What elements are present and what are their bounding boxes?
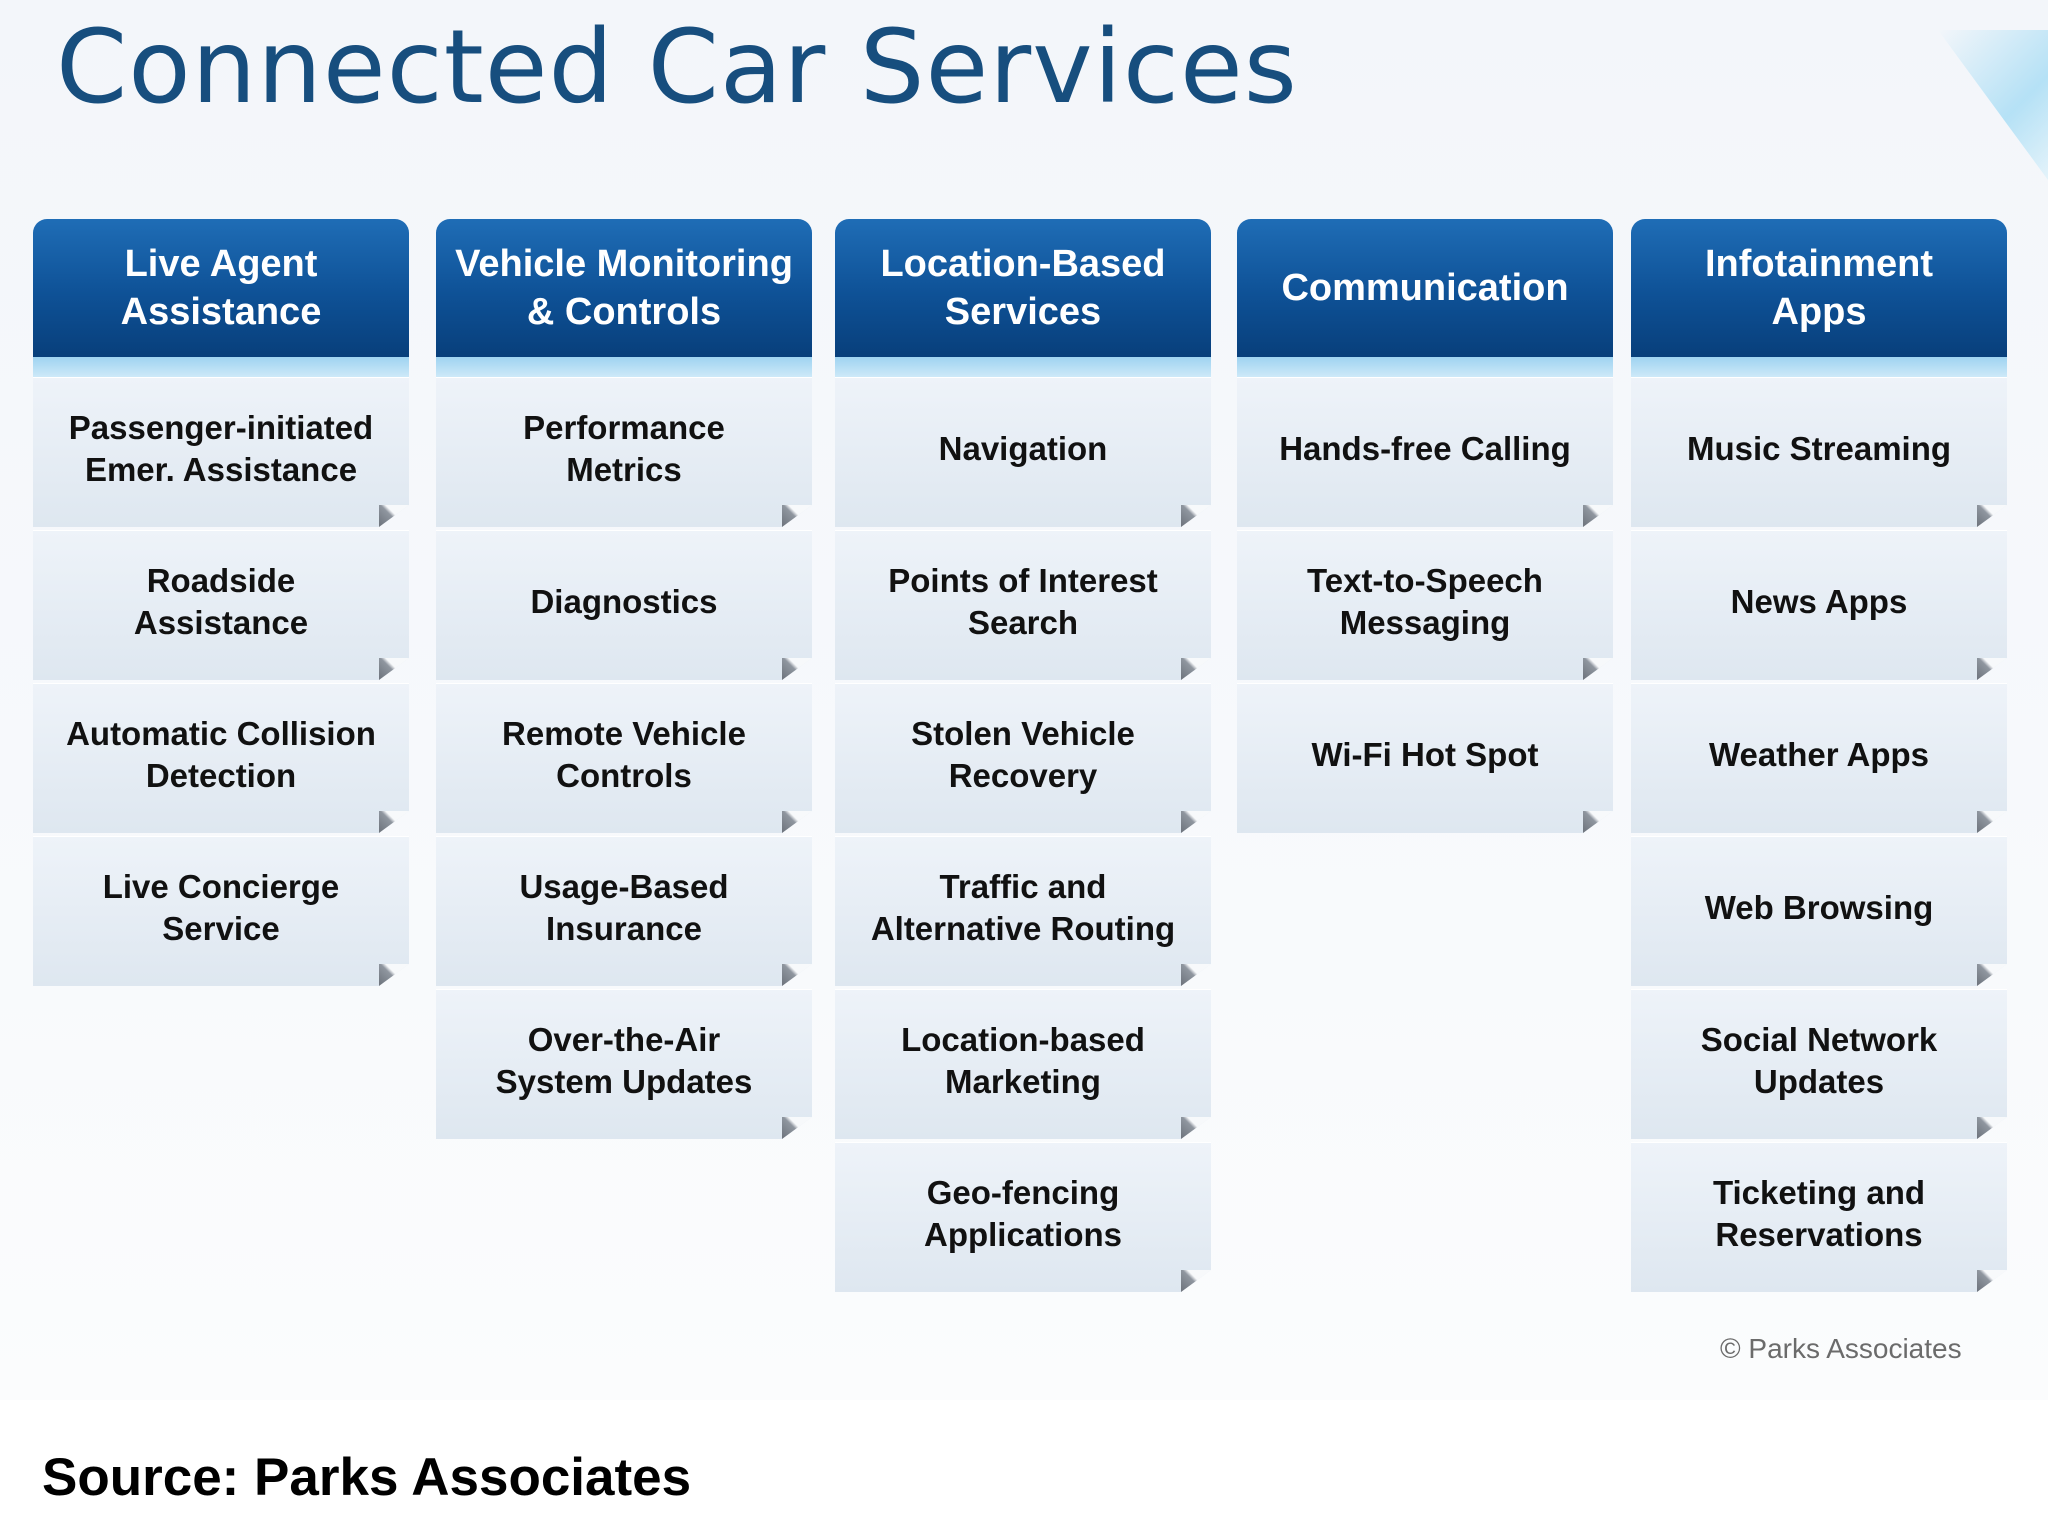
column-header: Location-Based Services	[835, 219, 1211, 377]
service-card-label: Performance Metrics	[523, 409, 725, 488]
service-card-label: Text-to-Speech Messaging	[1307, 562, 1543, 641]
column-header-label: Vehicle Monitoring & Controls	[455, 243, 793, 333]
service-card: Web Browsing	[1631, 836, 2007, 986]
service-column-vehicle-monitoring: Vehicle Monitoring & Controls Performanc…	[436, 219, 812, 1142]
service-card-label: Points of Interest Search	[888, 562, 1158, 641]
column-header-label: Location-Based Services	[880, 243, 1166, 333]
service-card-label: Web Browsing	[1704, 889, 1934, 926]
service-card: Over-the-Air System Updates	[436, 989, 812, 1139]
column-items: Passenger-initiated Emer. Assistance Roa…	[33, 377, 409, 986]
service-card: Remote Vehicle Controls	[436, 683, 812, 833]
service-card-label: Over-the-Air System Updates	[495, 1021, 753, 1100]
service-card-label: Wi-Fi Hot Spot	[1311, 736, 1539, 773]
service-card: Ticketing and Reservations	[1631, 1142, 2007, 1292]
service-card-label: Social Network Updates	[1700, 1021, 1938, 1100]
service-card: Geo-fencing Applications	[835, 1142, 1211, 1292]
copyright-notice: © Parks Associates	[1720, 1333, 1962, 1364]
service-card-label: Navigation	[938, 430, 1108, 467]
service-card: Wi-Fi Hot Spot	[1237, 683, 1613, 833]
service-card: Text-to-Speech Messaging	[1237, 530, 1613, 680]
service-card-label: Traffic and Alternative Routing	[870, 868, 1176, 947]
service-card-label: Location-based Marketing	[901, 1021, 1145, 1100]
service-card-label: Music Streaming	[1686, 430, 1952, 467]
service-card-label: Diagnostics	[530, 583, 718, 620]
service-card: Live Concierge Service	[33, 836, 409, 986]
service-card: Roadside Assistance	[33, 530, 409, 680]
service-card: Weather Apps	[1631, 683, 2007, 833]
service-card: Navigation	[835, 377, 1211, 527]
service-card-label: Live Concierge Service	[102, 868, 340, 947]
column-header-label: Infotainment Apps	[1705, 243, 1933, 333]
service-card-label: Ticketing and Reservations	[1712, 1174, 1926, 1253]
service-card-label: Weather Apps	[1708, 736, 1930, 773]
service-card-label: Automatic Collision Detection	[66, 715, 376, 794]
column-items: Performance Metrics Diagnostics Remote V…	[436, 377, 812, 1139]
column-header-label: Communication	[1281, 267, 1569, 309]
column-items: Music Streaming News Apps Weather Apps W…	[1631, 377, 2007, 1292]
service-card: News Apps	[1631, 530, 2007, 680]
service-card-label: Geo-fencing Applications	[923, 1174, 1123, 1253]
column-items: Navigation Points of Interest Search Sto…	[835, 377, 1211, 1292]
page-title: Connected Car Services	[56, 8, 1298, 127]
service-card-label: Hands-free Calling	[1279, 430, 1571, 467]
service-card: Location-based Marketing	[835, 989, 1211, 1139]
column-header: Infotainment Apps	[1631, 219, 2007, 377]
service-card: Automatic Collision Detection	[33, 683, 409, 833]
service-card-label: Usage-Based Insurance	[519, 868, 729, 947]
service-card: Passenger-initiated Emer. Assistance	[33, 377, 409, 527]
service-card-label: Passenger-initiated Emer. Assistance	[68, 409, 374, 488]
column-header-label: Live Agent Assistance	[120, 243, 322, 333]
service-card: Performance Metrics	[436, 377, 812, 527]
service-card: Stolen Vehicle Recovery	[835, 683, 1211, 833]
service-card: Hands-free Calling	[1237, 377, 1613, 527]
service-card: Points of Interest Search	[835, 530, 1211, 680]
column-header: Communication	[1237, 219, 1613, 377]
column-header: Live Agent Assistance	[33, 219, 409, 377]
column-items: Hands-free Calling Text-to-Speech Messag…	[1237, 377, 1613, 833]
service-column-infotainment: Infotainment Apps Music Streaming News A…	[1631, 219, 2007, 1295]
service-card: Traffic and Alternative Routing	[835, 836, 1211, 986]
service-card-label: Remote Vehicle Controls	[502, 715, 746, 794]
service-card: Music Streaming	[1631, 377, 2007, 527]
service-column-live-agent: Live Agent Assistance Passenger-initiate…	[33, 219, 409, 989]
service-column-communication: Communication Hands-free Calling Text-to…	[1237, 219, 1613, 836]
source-caption: Source: Parks Associates	[42, 1448, 692, 1507]
service-card-label: Roadside Assistance	[133, 562, 309, 641]
service-column-location-based: Location-Based Services Navigation Point…	[835, 219, 1211, 1295]
service-card-label: Stolen Vehicle Recovery	[911, 715, 1135, 794]
service-card: Diagnostics	[436, 530, 812, 680]
column-header: Vehicle Monitoring & Controls	[436, 219, 812, 377]
service-card: Social Network Updates	[1631, 989, 2007, 1139]
service-card-label: News Apps	[1730, 583, 1908, 620]
service-card: Usage-Based Insurance	[436, 836, 812, 986]
